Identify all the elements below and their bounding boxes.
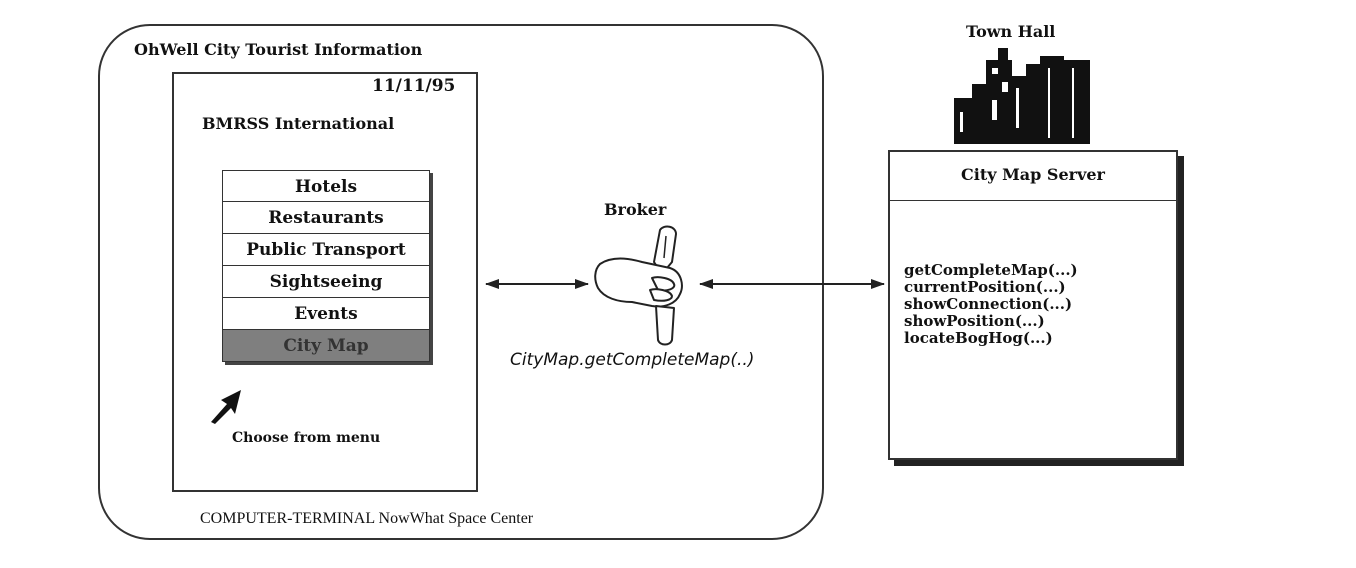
screen-date: 11/11/95 [372, 76, 456, 96]
method-get-complete-map: getCompleteMap(...) [904, 261, 1078, 279]
terminal-screen [172, 72, 478, 492]
method-show-connection: showConnection(...) [904, 295, 1073, 313]
town-hall-skyline-icon [954, 48, 1090, 144]
menu-hint: Choose from menu [232, 430, 381, 446]
menu-item-hotels[interactable]: Hotels [222, 170, 430, 202]
terminal-footer-label: COMPUTER-TERMINAL NowWhat Space Center [200, 510, 534, 527]
server-method-list: getCompleteMap(...) currentPosition(...)… [904, 262, 1078, 347]
broker-call-label: CityMap.getCompleteMap(..) [510, 350, 755, 370]
menu-item-public-transport[interactable]: Public Transport [222, 234, 430, 266]
town-hall-label: Town Hall [966, 22, 1056, 41]
menu-item-sightseeing[interactable]: Sightseeing [222, 266, 430, 298]
broker-label: Broker [604, 200, 667, 219]
menu-item-city-map[interactable]: City Map [222, 330, 430, 362]
method-locate-bog-hog: locateBogHog(...) [904, 329, 1053, 347]
menu-item-restaurants[interactable]: Restaurants [222, 202, 430, 234]
server-title: City Map Server [890, 152, 1176, 201]
mouse-pointer-icon [211, 390, 241, 424]
method-current-position: currentPosition(...) [904, 278, 1066, 296]
terminal-title: OhWell City Tourist Information [134, 40, 423, 59]
screen-company-name: BMRSS International [202, 114, 395, 133]
tourist-menu: Hotels Restaurants Public Transport Sigh… [222, 170, 430, 362]
menu-item-events[interactable]: Events [222, 298, 430, 330]
broker-hand-icon [594, 225, 683, 346]
method-show-position: showPosition(...) [904, 312, 1045, 330]
city-map-server: City Map Server getCompleteMap(...) curr… [888, 150, 1178, 460]
